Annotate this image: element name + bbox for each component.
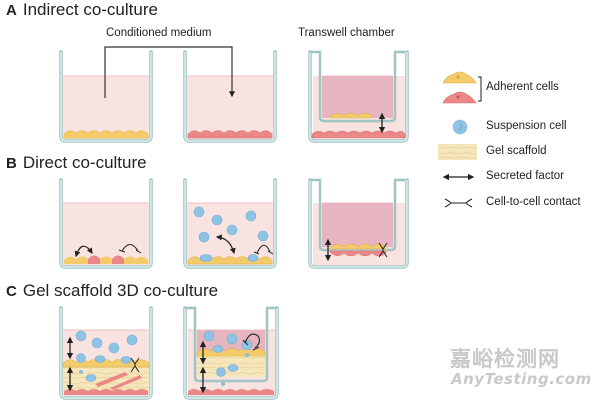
- well-b1: [59, 178, 153, 269]
- section-c-letter: C: [6, 283, 17, 300]
- conditioned-medium-arrow: [104, 46, 235, 98]
- conditioned-medium-label: Conditioned medium: [106, 27, 212, 39]
- section-a-label: Indirect co-culture: [22, 0, 158, 19]
- legend-label-suspension: Suspension cell: [486, 120, 567, 132]
- legend-label-adherent: Adherent cells: [486, 81, 559, 93]
- section-a-letter: A: [6, 2, 17, 19]
- section-b-title: B Direct co-culture: [6, 153, 147, 173]
- watermark-en: AnyTesting.com: [451, 370, 592, 388]
- section-a-title: A Indirect co-culture: [6, 0, 158, 20]
- well-b2: [183, 178, 277, 269]
- section-c-label: Gel scaffold 3D co-culture: [22, 281, 219, 300]
- legend: [438, 71, 482, 208]
- legend-label-secreted: Secreted factor: [486, 170, 564, 182]
- well-a1: [59, 50, 153, 143]
- gel-scaffold-icon: [438, 144, 477, 160]
- well-c1: [59, 306, 153, 400]
- legend-label-gel: Gel scaffold: [486, 145, 547, 157]
- suspension-cell-icon: [452, 119, 468, 135]
- transwell-b3: [308, 178, 409, 269]
- legend-label-contact: Cell-to-cell contact: [486, 196, 581, 208]
- transwell-a3: [308, 50, 409, 143]
- section-b-label: Direct co-culture: [22, 153, 147, 172]
- well-a2: [183, 50, 277, 143]
- cell-contact-mark: [121, 243, 139, 252]
- adherent-cells-yellow: [63, 130, 149, 139]
- watermark-cn: 嘉峪检测网: [450, 348, 560, 371]
- section-b-letter: B: [6, 155, 17, 172]
- suspension-cells: [193, 206, 269, 262]
- section-c-title: C Gel scaffold 3D co-culture: [6, 281, 218, 301]
- secreted-factor-arrow: [74, 245, 93, 258]
- adherent-cells-red: [187, 130, 273, 139]
- transwell-chamber-label: Transwell chamber: [298, 27, 395, 39]
- transwell-c2: [183, 306, 279, 400]
- cell-contact-icon: [444, 198, 473, 208]
